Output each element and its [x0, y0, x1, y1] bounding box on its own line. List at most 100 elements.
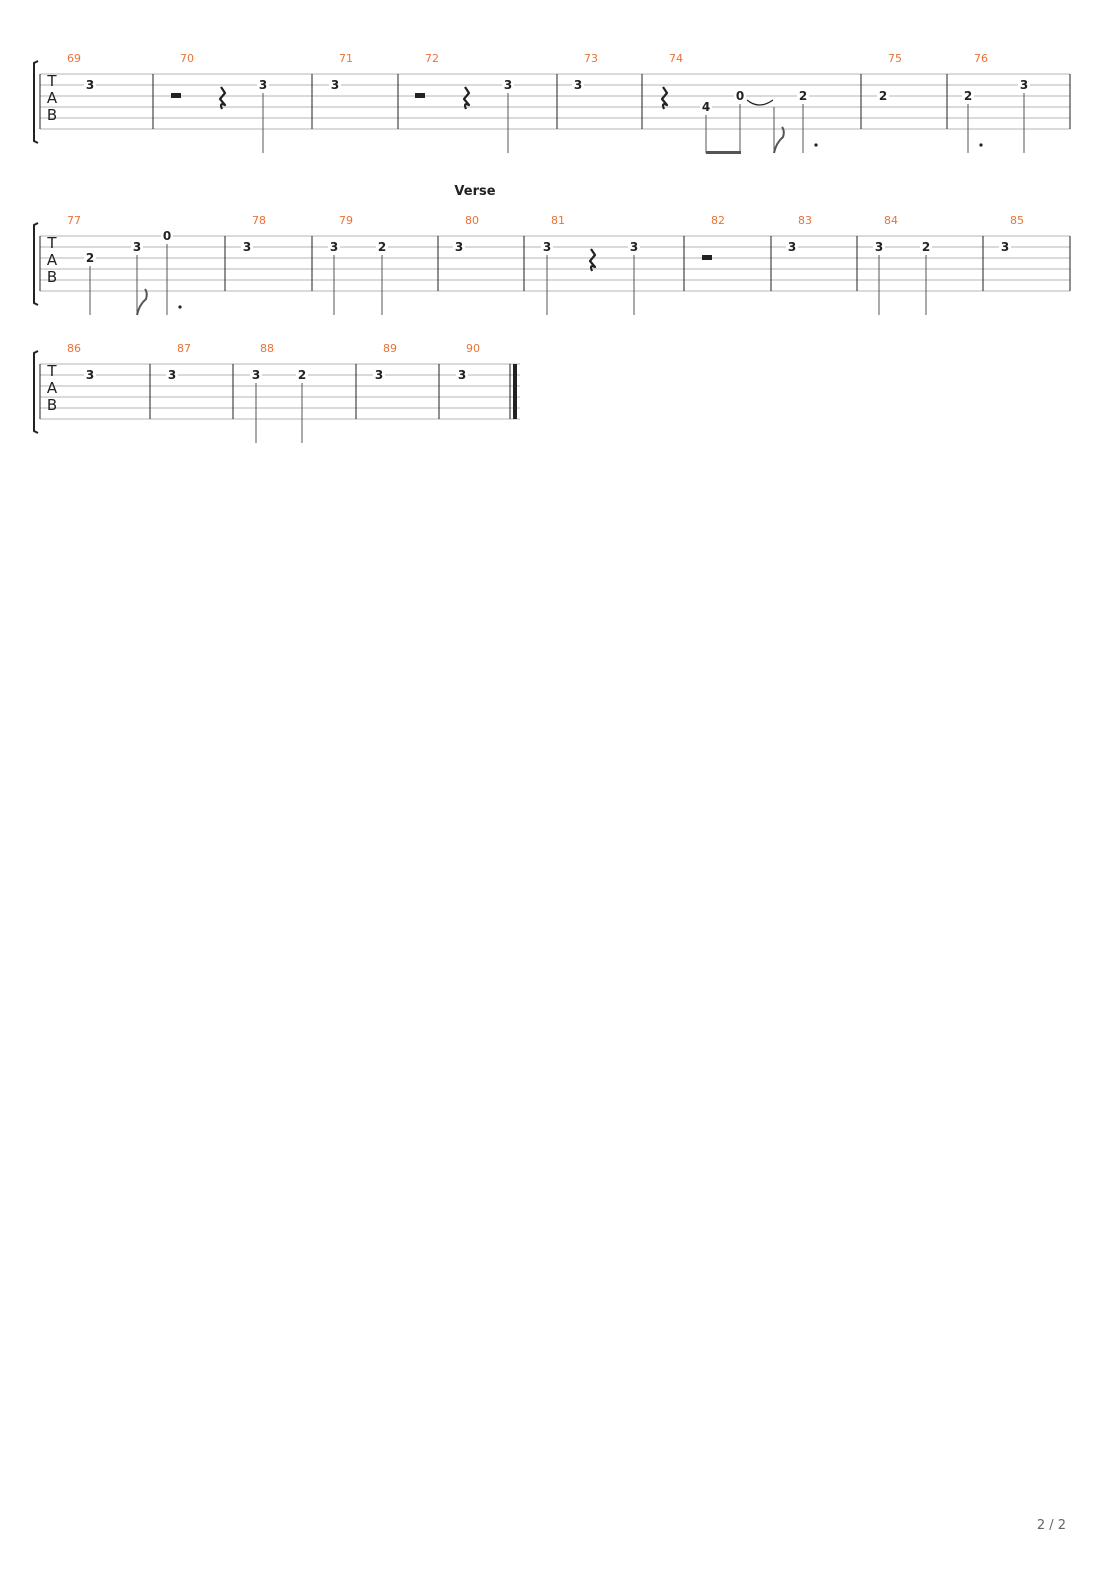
fret-number: 3	[133, 240, 141, 254]
bar-number: 69	[67, 52, 81, 65]
fret-number: 3	[86, 368, 94, 382]
fret-mask	[572, 78, 584, 91]
bar-number: 89	[383, 342, 397, 355]
fret-mask	[250, 368, 262, 381]
fret-number: 2	[378, 240, 386, 254]
fret-number: 3	[243, 240, 251, 254]
fret-number: 3	[455, 240, 463, 254]
fret-mask	[328, 240, 340, 253]
fret-number: 0	[163, 229, 171, 243]
half-rest	[415, 93, 425, 98]
fret-number: 3	[788, 240, 796, 254]
fret-mask	[786, 240, 798, 253]
bar-number: 88	[260, 342, 274, 355]
half-rest	[171, 93, 181, 98]
system-bracket	[33, 60, 39, 144]
bar-number: 83	[798, 214, 812, 227]
fret-number: 2	[964, 89, 972, 103]
fret-mask	[161, 229, 173, 242]
page-number: 2 / 2	[1036, 1518, 1066, 1533]
fret-number: 3	[543, 240, 551, 254]
rhythm-dot	[979, 143, 983, 147]
fret-number: 3	[331, 78, 339, 92]
tab-clef-letter: B	[47, 268, 57, 286]
fret-mask	[962, 89, 974, 102]
fret-mask	[797, 89, 809, 102]
quarter-rest	[218, 86, 227, 110]
bar-number: 78	[252, 214, 266, 227]
tie	[746, 99, 774, 106]
fret-mask	[456, 368, 468, 381]
fret-mask	[541, 240, 553, 253]
fret-mask	[1018, 78, 1030, 91]
system-bracket	[33, 222, 39, 306]
fret-number: 3	[375, 368, 383, 382]
bar-number: 90	[466, 342, 480, 355]
bar-number: 70	[180, 52, 194, 65]
fret-number: 3	[875, 240, 883, 254]
bar-number: 75	[888, 52, 902, 65]
tab-clef-letter: T	[46, 234, 57, 252]
fret-number: 3	[630, 240, 638, 254]
bar-number: 72	[425, 52, 439, 65]
fret-number: 3	[1020, 78, 1028, 92]
bar-number: 80	[465, 214, 479, 227]
fret-mask	[296, 368, 308, 381]
tab-clef-letter: T	[46, 362, 57, 380]
fret-number: 3	[86, 78, 94, 92]
fret-mask	[329, 78, 341, 91]
fret-mask	[628, 240, 640, 253]
fret-number: 2	[879, 89, 887, 103]
bar-number: 71	[339, 52, 353, 65]
tab-clef-letter: B	[47, 396, 57, 414]
eighth-flag	[773, 126, 785, 154]
tab-clef-letter: T	[46, 72, 57, 90]
tab-clef-letter: B	[47, 106, 57, 124]
fret-number: 3	[259, 78, 267, 92]
fret-number: 3	[504, 78, 512, 92]
bar-number: 82	[711, 214, 725, 227]
fret-mask	[166, 368, 178, 381]
half-rest	[702, 255, 712, 260]
quarter-rest	[660, 86, 669, 110]
tab-clef-letter: A	[47, 379, 58, 397]
final-barline	[513, 364, 517, 419]
fret-number: 2	[799, 89, 807, 103]
bar-number: 77	[67, 214, 81, 227]
fret-number: 3	[574, 78, 582, 92]
tab-clef-letter: A	[47, 251, 58, 269]
system-bracket	[33, 350, 39, 434]
fret-number: 2	[86, 251, 94, 265]
fret-mask	[700, 100, 712, 113]
fret-mask	[453, 240, 465, 253]
quarter-rest	[462, 86, 471, 110]
fret-mask	[373, 368, 385, 381]
quarter-rest	[588, 248, 597, 272]
fret-mask	[502, 78, 514, 91]
bar-number: 79	[339, 214, 353, 227]
bar-number: 86	[67, 342, 81, 355]
fret-mask	[84, 368, 96, 381]
eighth-flag	[136, 288, 148, 316]
fret-mask	[920, 240, 932, 253]
fret-number: 3	[458, 368, 466, 382]
fret-mask	[376, 240, 388, 253]
rhythm-dot	[178, 305, 182, 309]
fret-mask	[873, 240, 885, 253]
tab-clef-letter: A	[47, 89, 58, 107]
fret-mask	[999, 240, 1011, 253]
fret-mask	[84, 251, 96, 264]
bar-number: 85	[1010, 214, 1024, 227]
bar-number: 87	[177, 342, 191, 355]
fret-mask	[84, 78, 96, 91]
fret-number: 2	[298, 368, 306, 382]
fret-mask	[257, 78, 269, 91]
fret-mask	[734, 89, 746, 102]
rhythm-dot	[814, 143, 818, 147]
fret-number: 3	[330, 240, 338, 254]
fret-number: 0	[736, 89, 744, 103]
fret-mask	[131, 240, 143, 253]
fret-number: 3	[168, 368, 176, 382]
bar-number: 76	[974, 52, 988, 65]
